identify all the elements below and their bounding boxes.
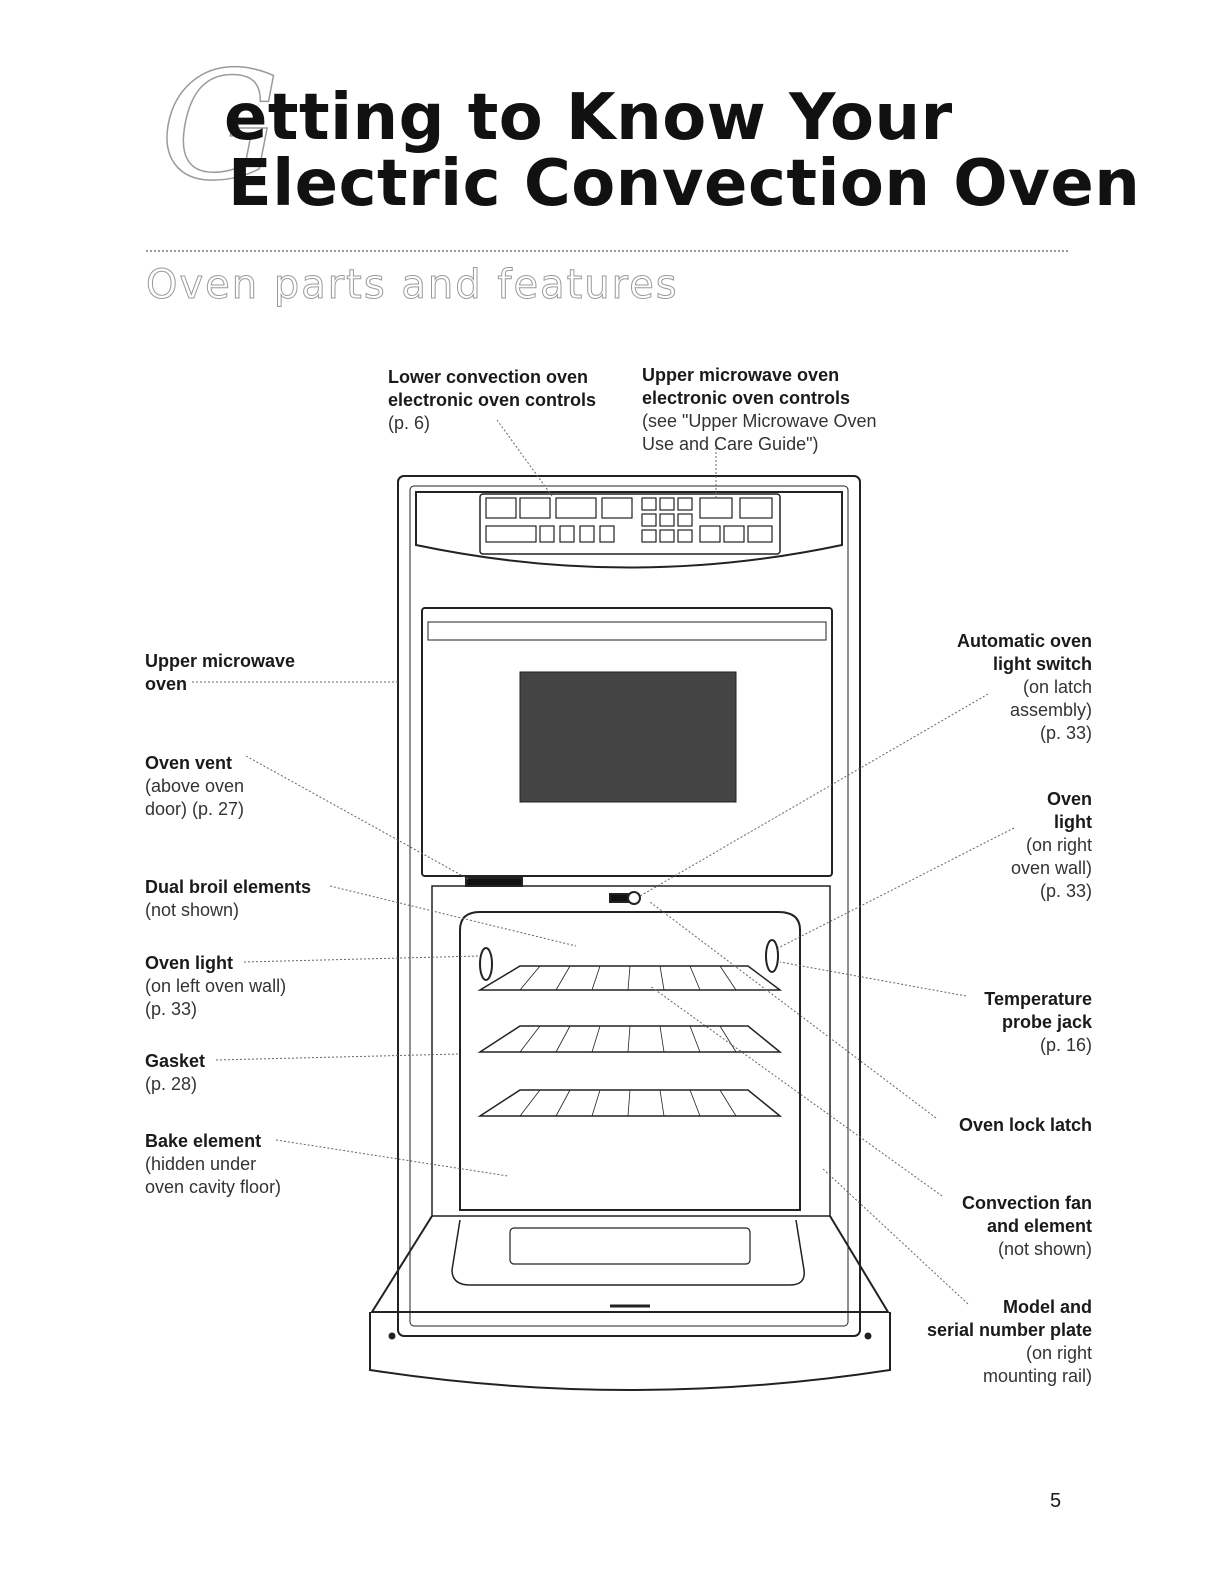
microwave-window (519, 671, 737, 803)
door-window (509, 1227, 751, 1265)
callout-convection-fan: Convection fan and element (not shown) (961, 1193, 1092, 1259)
control-panel (415, 491, 843, 569)
control-buttons (485, 497, 773, 543)
open-door (370, 1215, 890, 1313)
right-oven-light (765, 939, 779, 973)
callout-oven-light-right: Oven light (on right oven wall) (p. 33) (1010, 789, 1092, 901)
page-title-line-2: Electric Convection Oven (228, 147, 1141, 221)
callout-upper-microwave-controls: Upper microwave oven electronic oven con… (642, 365, 877, 454)
callout-model-serial-plate: Model and serial number plate (on right … (926, 1297, 1092, 1386)
callout-oven-lock-latch: Oven lock latch (958, 1115, 1092, 1135)
callout-upper-microwave-oven: Upper microwave oven (145, 651, 296, 694)
oven-cabinet-inner (409, 485, 849, 1327)
control-display (479, 493, 781, 555)
microwave-door-handle (427, 621, 827, 641)
callout-oven-vent: Oven vent (above oven door) (p. 27) (145, 753, 245, 819)
microwave-door (421, 607, 833, 877)
rack-bars (519, 965, 737, 1117)
page-title-line-1: etting to Know Your (224, 81, 953, 155)
oven-cavity (459, 911, 801, 1211)
callout-bake-element: Bake element (hidden under oven cavity f… (145, 1131, 282, 1197)
title-decorative-initial: G (159, 40, 280, 214)
door-front (369, 1312, 891, 1391)
oven-vent-slot (465, 877, 523, 887)
door-inner-panel (451, 1219, 805, 1286)
callout-gasket: Gasket (p. 28) (145, 1051, 206, 1094)
leader-lines (192, 419, 1015, 1305)
callout-lower-convection-controls: Lower convection oven electronic oven co… (388, 367, 597, 433)
door-screw-left (388, 1332, 396, 1340)
oven-cabinet (397, 475, 861, 1337)
section-heading: Oven parts and features (146, 262, 679, 309)
callout-dual-broil-elements: Dual broil elements (not shown) (145, 877, 312, 920)
latch-switch (627, 891, 641, 905)
title-divider (146, 250, 1068, 252)
door-screw-right (864, 1332, 872, 1340)
lower-oven-frame (431, 885, 831, 1217)
callout-temperature-probe-jack: Temperature probe jack (p. 16) (984, 989, 1092, 1055)
callout-oven-light-left: Oven light (on left oven wall) (p. 33) (145, 953, 287, 1019)
callout-automatic-light-switch: Automatic oven light switch (on latch as… (956, 631, 1092, 743)
oven-racks (477, 965, 783, 1117)
left-oven-light (479, 947, 493, 981)
oven-lock-latch (609, 893, 629, 903)
page-number: 5 (1050, 1490, 1062, 1512)
